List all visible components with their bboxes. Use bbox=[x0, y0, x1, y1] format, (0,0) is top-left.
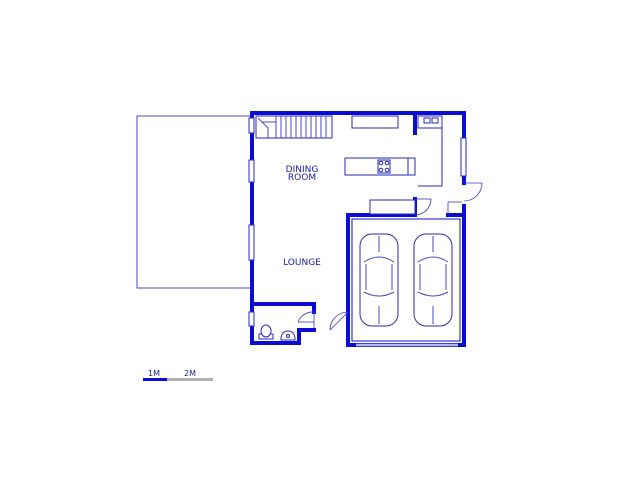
doors bbox=[297, 182, 483, 331]
scale-label-1m: 1M bbox=[148, 369, 160, 378]
room-label-lounge: LOUNGE bbox=[283, 258, 321, 268]
car-icon bbox=[413, 233, 453, 327]
scale-bar: 1M 2M bbox=[143, 369, 213, 381]
car-icon bbox=[359, 233, 399, 327]
toilet-icon bbox=[258, 324, 274, 340]
patio-outline bbox=[136, 115, 251, 289]
room-label-dining: DINING bbox=[286, 165, 319, 175]
kitchen-counters bbox=[344, 115, 443, 215]
scale-label-2m: 2M bbox=[184, 369, 196, 378]
staircase bbox=[255, 115, 333, 139]
windows bbox=[248, 117, 467, 347]
room-label-room: ROOM bbox=[288, 173, 316, 183]
basin-icon bbox=[280, 330, 296, 341]
